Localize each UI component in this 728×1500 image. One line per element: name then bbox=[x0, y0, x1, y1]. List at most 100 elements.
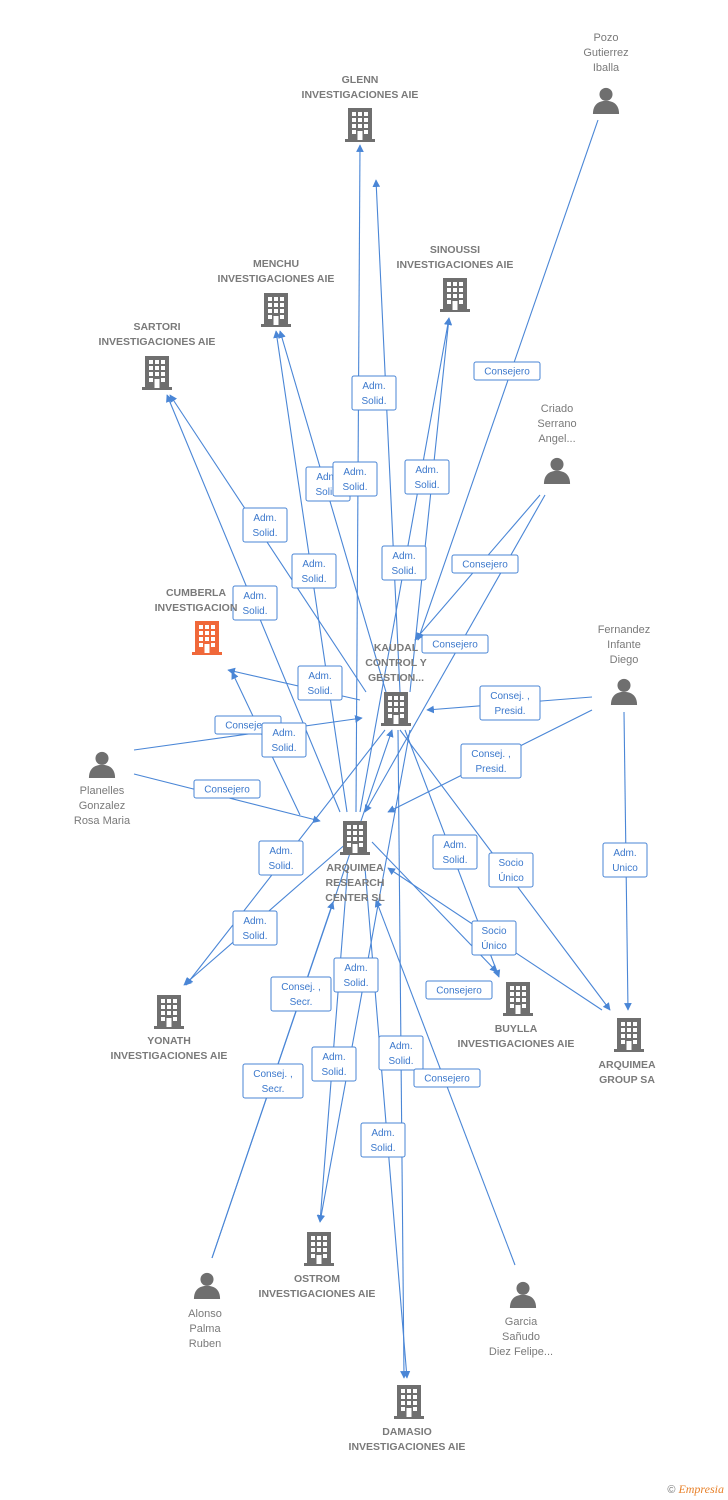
node-label: Palma bbox=[189, 1323, 221, 1335]
edge-label-text: Unico bbox=[612, 863, 638, 874]
node-label: Rosa Maria bbox=[74, 815, 131, 827]
edge-label-text: Adm. bbox=[371, 1128, 394, 1139]
edge-label[interactable]: Consejero bbox=[193, 779, 261, 799]
edge-label[interactable]: Adm.Solid. bbox=[378, 1035, 424, 1071]
building-icon bbox=[394, 1385, 424, 1419]
person-icon bbox=[610, 678, 638, 705]
edge-label-text: Consejero bbox=[424, 1074, 470, 1085]
edge-label[interactable]: Adm. Solid. bbox=[232, 585, 278, 621]
building-icon bbox=[614, 1018, 644, 1052]
edge-label[interactable]: Consejero bbox=[413, 1068, 481, 1088]
edge-label[interactable]: Consej. ,Presid. bbox=[479, 685, 541, 721]
node-label: BUYLLA bbox=[495, 1023, 538, 1035]
node-label: Criado bbox=[541, 403, 573, 415]
edge-label[interactable]: Adm.Solid. bbox=[432, 834, 478, 870]
edge-label[interactable]: Consejero bbox=[425, 980, 493, 1000]
edge-label[interactable]: Adm.Solid. bbox=[232, 910, 278, 946]
edge-label[interactable]: Adm.Solid. bbox=[404, 459, 450, 495]
edge-label[interactable]: Adm.Solid. bbox=[291, 553, 337, 589]
edge-label-text: Consejero bbox=[436, 986, 482, 997]
edge-label-text: Consej. , bbox=[281, 982, 320, 993]
edge-label-text: Solid. bbox=[343, 978, 368, 989]
edge-label[interactable]: Adm.Solid. bbox=[297, 665, 343, 701]
building-icon bbox=[503, 982, 533, 1016]
node-label: MENCHU bbox=[253, 258, 299, 270]
person-icon bbox=[193, 1272, 221, 1299]
edge-line bbox=[169, 394, 367, 693]
edge-label[interactable]: Adm.Solid. bbox=[360, 1122, 406, 1158]
node-label: GESTION... bbox=[368, 672, 424, 684]
node-label: GROUP SA bbox=[599, 1074, 655, 1086]
footer: © Empresia bbox=[667, 1482, 724, 1497]
building-icon bbox=[261, 293, 291, 327]
edge-label[interactable]: Adm.Solid. bbox=[261, 722, 307, 758]
edge-label[interactable]: Adm.Solid. bbox=[332, 461, 378, 497]
edge-label[interactable]: Consejero bbox=[421, 634, 489, 654]
person-icon bbox=[88, 751, 116, 778]
edge-label-text: Secr. bbox=[290, 997, 313, 1008]
edge-label-text: Adm. bbox=[392, 551, 415, 562]
copyright-icon: © bbox=[667, 1483, 676, 1496]
person-icon bbox=[509, 1281, 537, 1308]
edge-label-text: Solid. bbox=[315, 487, 340, 498]
edge-label[interactable]: Adm.Solid. bbox=[311, 1046, 357, 1082]
edge-label[interactable]: Adm.Solid. bbox=[242, 507, 288, 543]
node-label: Angel... bbox=[538, 433, 575, 445]
node-buylla[interactable]: BUYLLA INVESTIGACIONES AIE bbox=[458, 982, 575, 1050]
edge-label-text: Solid. bbox=[388, 1056, 413, 1067]
edge-label[interactable]: Adm.Solid. bbox=[333, 957, 379, 993]
edge-label-text: Presid. bbox=[494, 706, 525, 717]
edge-label-text: Adm. bbox=[613, 848, 636, 859]
node-label: Gutierrez bbox=[583, 47, 628, 59]
edge-label-text: Consejero bbox=[462, 560, 508, 571]
edge-label-text: Único bbox=[481, 939, 507, 952]
node-label: INVESTIGACIONES AIE bbox=[349, 1441, 466, 1453]
edge-label[interactable]: Adm.Solid. bbox=[351, 375, 397, 411]
edge-label-text: Solid. bbox=[242, 931, 267, 942]
node-label: YONATH bbox=[147, 1035, 191, 1047]
edge-label[interactable]: Consej. ,Secr. bbox=[242, 1063, 304, 1099]
edge-label-text: Adm. bbox=[443, 840, 466, 851]
node-label: Diego bbox=[610, 654, 639, 666]
edge-label-text: Consejero bbox=[432, 640, 478, 651]
edge-label-text: Solid. bbox=[242, 606, 267, 617]
node-criado[interactable]: CriadoSerranoAngel... bbox=[537, 403, 577, 484]
edge-label-text: Solid. bbox=[414, 480, 439, 491]
edge-label[interactable]: Consej. ,Presid. bbox=[460, 743, 522, 779]
brand-logo[interactable]: Empresia bbox=[678, 1482, 724, 1496]
edge-label[interactable]: Consej. , Secr. bbox=[270, 976, 332, 1012]
edge-label-text: Solid. bbox=[271, 743, 296, 754]
edge-label-text: Solid. bbox=[321, 1067, 346, 1078]
edge-label-text: Solid. bbox=[301, 574, 326, 585]
edge-label-text: Adm. bbox=[243, 591, 266, 602]
edge-label[interactable]: Adm.Solid. bbox=[258, 840, 304, 876]
edge-label[interactable]: Adm. Solid. bbox=[381, 545, 427, 581]
node-label: INVESTIGACIONES AIE bbox=[458, 1038, 575, 1050]
edge-label[interactable]: Consejero bbox=[473, 361, 541, 381]
edge-label[interactable]: Adm. Unico bbox=[602, 842, 648, 878]
node-label: INVESTIGACION bbox=[155, 602, 238, 614]
edge-label-text: Solid. bbox=[391, 566, 416, 577]
edge-label[interactable]: Consejero bbox=[451, 554, 519, 574]
node-label: SINOUSSI bbox=[430, 244, 480, 256]
